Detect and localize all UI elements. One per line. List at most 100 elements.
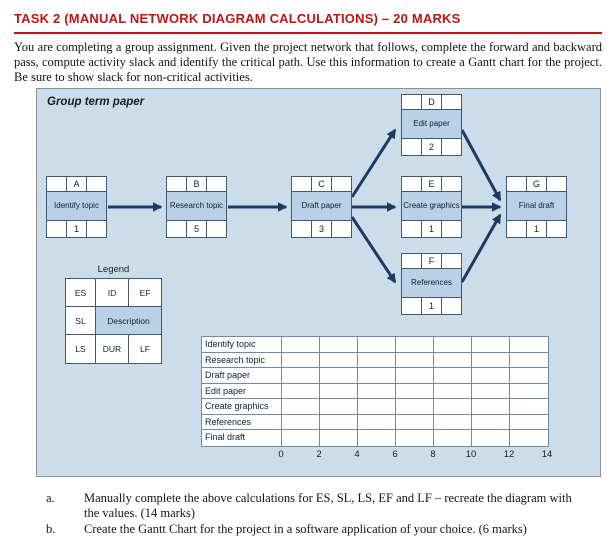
node-es-cell [402, 254, 422, 269]
gantt-row: Identify topic [202, 337, 548, 353]
node-ls-cell [402, 139, 422, 155]
gantt-cell [510, 384, 548, 399]
gantt-cell [358, 399, 396, 415]
diagram-title: Group term paper [47, 96, 145, 108]
gantt-row-label: Identify topic [202, 337, 282, 353]
gantt-cell [396, 337, 434, 353]
page-title: TASK 2 (MANUAL NETWORK DIAGRAM CALCULATI… [14, 11, 461, 26]
gantt-cell [396, 383, 434, 399]
gantt-cell [396, 414, 434, 430]
activity-node-d: D Edit paper 2 [401, 94, 462, 156]
gantt-cell [282, 399, 320, 415]
node-description: Research topic [167, 192, 226, 221]
gantt-axis-tick: 4 [354, 449, 360, 460]
gantt-cell [510, 368, 548, 384]
node-ef-cell [332, 177, 351, 192]
node-duration: 2 [422, 139, 442, 155]
node-ef-cell [442, 95, 461, 110]
node-es-cell [47, 177, 67, 192]
gantt-axis-tick: 2 [316, 449, 322, 460]
gantt-cell [282, 430, 320, 446]
gantt-cell [434, 337, 472, 353]
gantt-row-label: Create graphics [202, 399, 282, 415]
node-es-cell [167, 177, 187, 192]
gantt-cell [434, 399, 472, 415]
node-id: F [422, 254, 442, 269]
node-id: G [527, 177, 547, 192]
gantt-cell [282, 352, 320, 368]
gantt-axis-tick: 12 [503, 449, 515, 460]
item-marker: b. [46, 521, 56, 536]
activity-node-c: C Draft paper 3 [291, 176, 352, 238]
intro-paragraph: You are completing a group assignment. G… [14, 40, 602, 84]
gantt-cell [320, 430, 358, 446]
gantt-cell [358, 352, 396, 368]
gantt-cell [472, 368, 510, 384]
gantt-row: Research topic [202, 352, 548, 368]
node-ls-cell [402, 298, 422, 314]
gantt-cell [358, 414, 396, 430]
gantt-row-label: Research topic [202, 352, 282, 368]
activity-node-b: B Research topic 5 [166, 176, 227, 238]
gantt-axis-tick: 14 [541, 449, 553, 460]
item-marker: a. [46, 491, 55, 505]
node-id: E [422, 177, 442, 192]
node-ef-cell [442, 254, 461, 269]
gantt-cell [434, 414, 472, 430]
node-id: C [312, 177, 332, 192]
gantt-cell [320, 399, 358, 415]
node-lf-cell [442, 298, 461, 314]
gantt-row-label: Final draft [202, 430, 282, 446]
node-description: Create graphics [402, 192, 461, 221]
title-rule [14, 32, 602, 34]
item-text: Create the Gantt Chart for the project i… [84, 521, 527, 536]
gantt-cell [472, 430, 510, 446]
gantt-row-label: Edit paper [202, 383, 282, 399]
legend-box: ES ID EF SL Description LS DUR LF [65, 278, 162, 364]
gantt-cell [510, 430, 548, 446]
gantt-cell [282, 414, 320, 430]
gantt-cell [320, 383, 358, 399]
node-id: B [187, 177, 207, 192]
activity-node-a: A Identify topic 1 [46, 176, 107, 238]
node-lf-cell [207, 221, 226, 237]
activity-node-g: G Final draft 1 [506, 176, 567, 238]
gantt-row: Edit paper [202, 383, 548, 399]
gantt-axis-tick: 10 [465, 449, 477, 460]
node-es-cell [292, 177, 312, 192]
gantt-cell [396, 430, 434, 446]
node-duration: 3 [312, 221, 332, 237]
task-item-a: a. Manually complete the above calculati… [46, 491, 588, 522]
gantt-axis-tick: 6 [392, 449, 398, 460]
item-text: Manually complete the above calculations… [84, 491, 572, 521]
node-description: References [402, 269, 461, 298]
legend-description: Description [96, 307, 161, 335]
task-item-b: b. Create the Gantt Chart for the projec… [46, 522, 588, 537]
gantt-cell [396, 399, 434, 415]
gantt-cell [434, 383, 472, 399]
legend-ef: EF [129, 279, 161, 307]
node-ef-cell [87, 177, 106, 192]
gantt-cell [434, 368, 472, 384]
node-es-cell [507, 177, 527, 192]
gantt-cell [510, 353, 548, 368]
network-diagram-panel: Group term paper A Identify topic 1 B Re… [36, 88, 601, 477]
node-ls-cell [167, 221, 187, 237]
gantt-cell [510, 415, 548, 430]
gantt-grid: Identify topic Research topic Draft pape… [201, 336, 549, 447]
node-es-cell [402, 95, 422, 110]
gantt-row: Create graphics [202, 399, 548, 415]
node-description: Edit paper [402, 110, 461, 139]
activity-node-f: F References 1 [401, 253, 462, 315]
node-ef-cell [547, 177, 566, 192]
legend-ls: LS [66, 335, 96, 363]
gantt-cell [358, 337, 396, 353]
legend-label: Legend [97, 264, 130, 275]
gantt-axis-tick: 8 [430, 449, 436, 460]
node-duration: 1 [527, 221, 547, 237]
gantt-cell [472, 399, 510, 415]
gantt-cell [282, 383, 320, 399]
node-lf-cell [87, 221, 106, 237]
node-ef-cell [442, 177, 461, 192]
gantt-cell [396, 352, 434, 368]
